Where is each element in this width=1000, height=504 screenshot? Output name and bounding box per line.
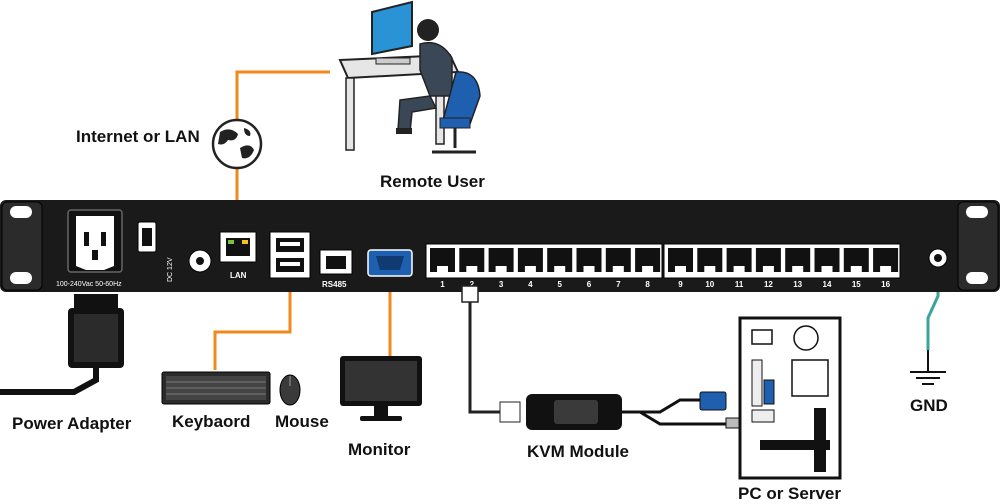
usb-cable (213, 282, 292, 370)
monitor-label: Monitor (348, 440, 411, 459)
port-number-label: 10 (705, 280, 714, 289)
rj45-port-latch (850, 266, 862, 272)
power-switch-rocker[interactable] (142, 228, 152, 246)
port-number-label: 14 (823, 280, 832, 289)
rj45-port-latch (880, 266, 892, 272)
rj45-port-latch (762, 266, 774, 272)
port-number-label: 7 (616, 280, 621, 289)
rj45-port-latch (821, 266, 833, 272)
kvm-module-icon (499, 391, 743, 430)
port-number-label: 13 (793, 280, 802, 289)
rj45-port-latch (612, 266, 624, 272)
rj45-port-latch (792, 266, 804, 272)
port-number-label: 5 (557, 280, 562, 289)
rj45-port-latch (495, 266, 507, 272)
port-number-label: 16 (881, 280, 890, 289)
power-rating-label: 100-240Vac 50-60Hz (56, 281, 122, 288)
port-number-label: 1 (440, 280, 445, 289)
rj45-port-latch (583, 266, 595, 272)
mouse-label: Mouse (275, 412, 329, 431)
power-adapter-icon (0, 294, 124, 395)
remote-user-label: Remote User (380, 172, 485, 191)
rj45-port-latch (675, 266, 686, 272)
lan-label: LAN (230, 271, 247, 280)
keyboard-icon (161, 371, 271, 405)
ground-symbol-icon (910, 350, 946, 385)
port-number-label: 9 (678, 280, 683, 289)
port-number-label: 3 (499, 280, 504, 289)
rack-ear-hole (10, 206, 32, 218)
port-number-label: 8 (645, 280, 650, 289)
rj45-plug (461, 285, 479, 303)
mouse-icon (279, 374, 301, 406)
port-number-label: 12 (764, 280, 773, 289)
rj45-port-latch (554, 266, 566, 272)
cat5-cable (468, 300, 500, 414)
rack-ear-hole (966, 206, 988, 218)
port-number-label: 2 (470, 280, 475, 289)
internet-label: Internet or LAN (76, 127, 200, 146)
rj45-port-latch (466, 266, 478, 272)
globe-icon (211, 118, 263, 170)
dc-label: DC 12V (167, 257, 174, 282)
rs485-label: RS485 (322, 280, 347, 289)
rj45-port-latch (437, 266, 448, 272)
remote-link-cable (235, 70, 330, 120)
rj45-port-latch (642, 266, 654, 272)
remote-user-illustration (338, 0, 481, 154)
gnd-label: GND (910, 396, 948, 415)
rj45-port-latch (733, 266, 745, 272)
power-inlet (67, 209, 123, 273)
port-number-label: 11 (735, 280, 744, 289)
rj45-port-latch (524, 266, 536, 272)
kvm-module-label: KVM Module (527, 442, 629, 461)
port-number-label: 15 (852, 280, 861, 289)
rack-ear-hole (10, 272, 32, 284)
port-number-label: 6 (587, 280, 592, 289)
monitor-icon (340, 356, 422, 421)
pc-server-label: PC or Server (738, 484, 841, 503)
rj45-port-latch (704, 266, 716, 272)
pc-server-icon (738, 316, 842, 480)
port-number-label: 4 (528, 280, 533, 289)
rack-ear-hole (966, 272, 988, 284)
power-adapter-label: Power Adapter (12, 414, 132, 433)
keyboard-label: Keybaord (172, 412, 251, 431)
